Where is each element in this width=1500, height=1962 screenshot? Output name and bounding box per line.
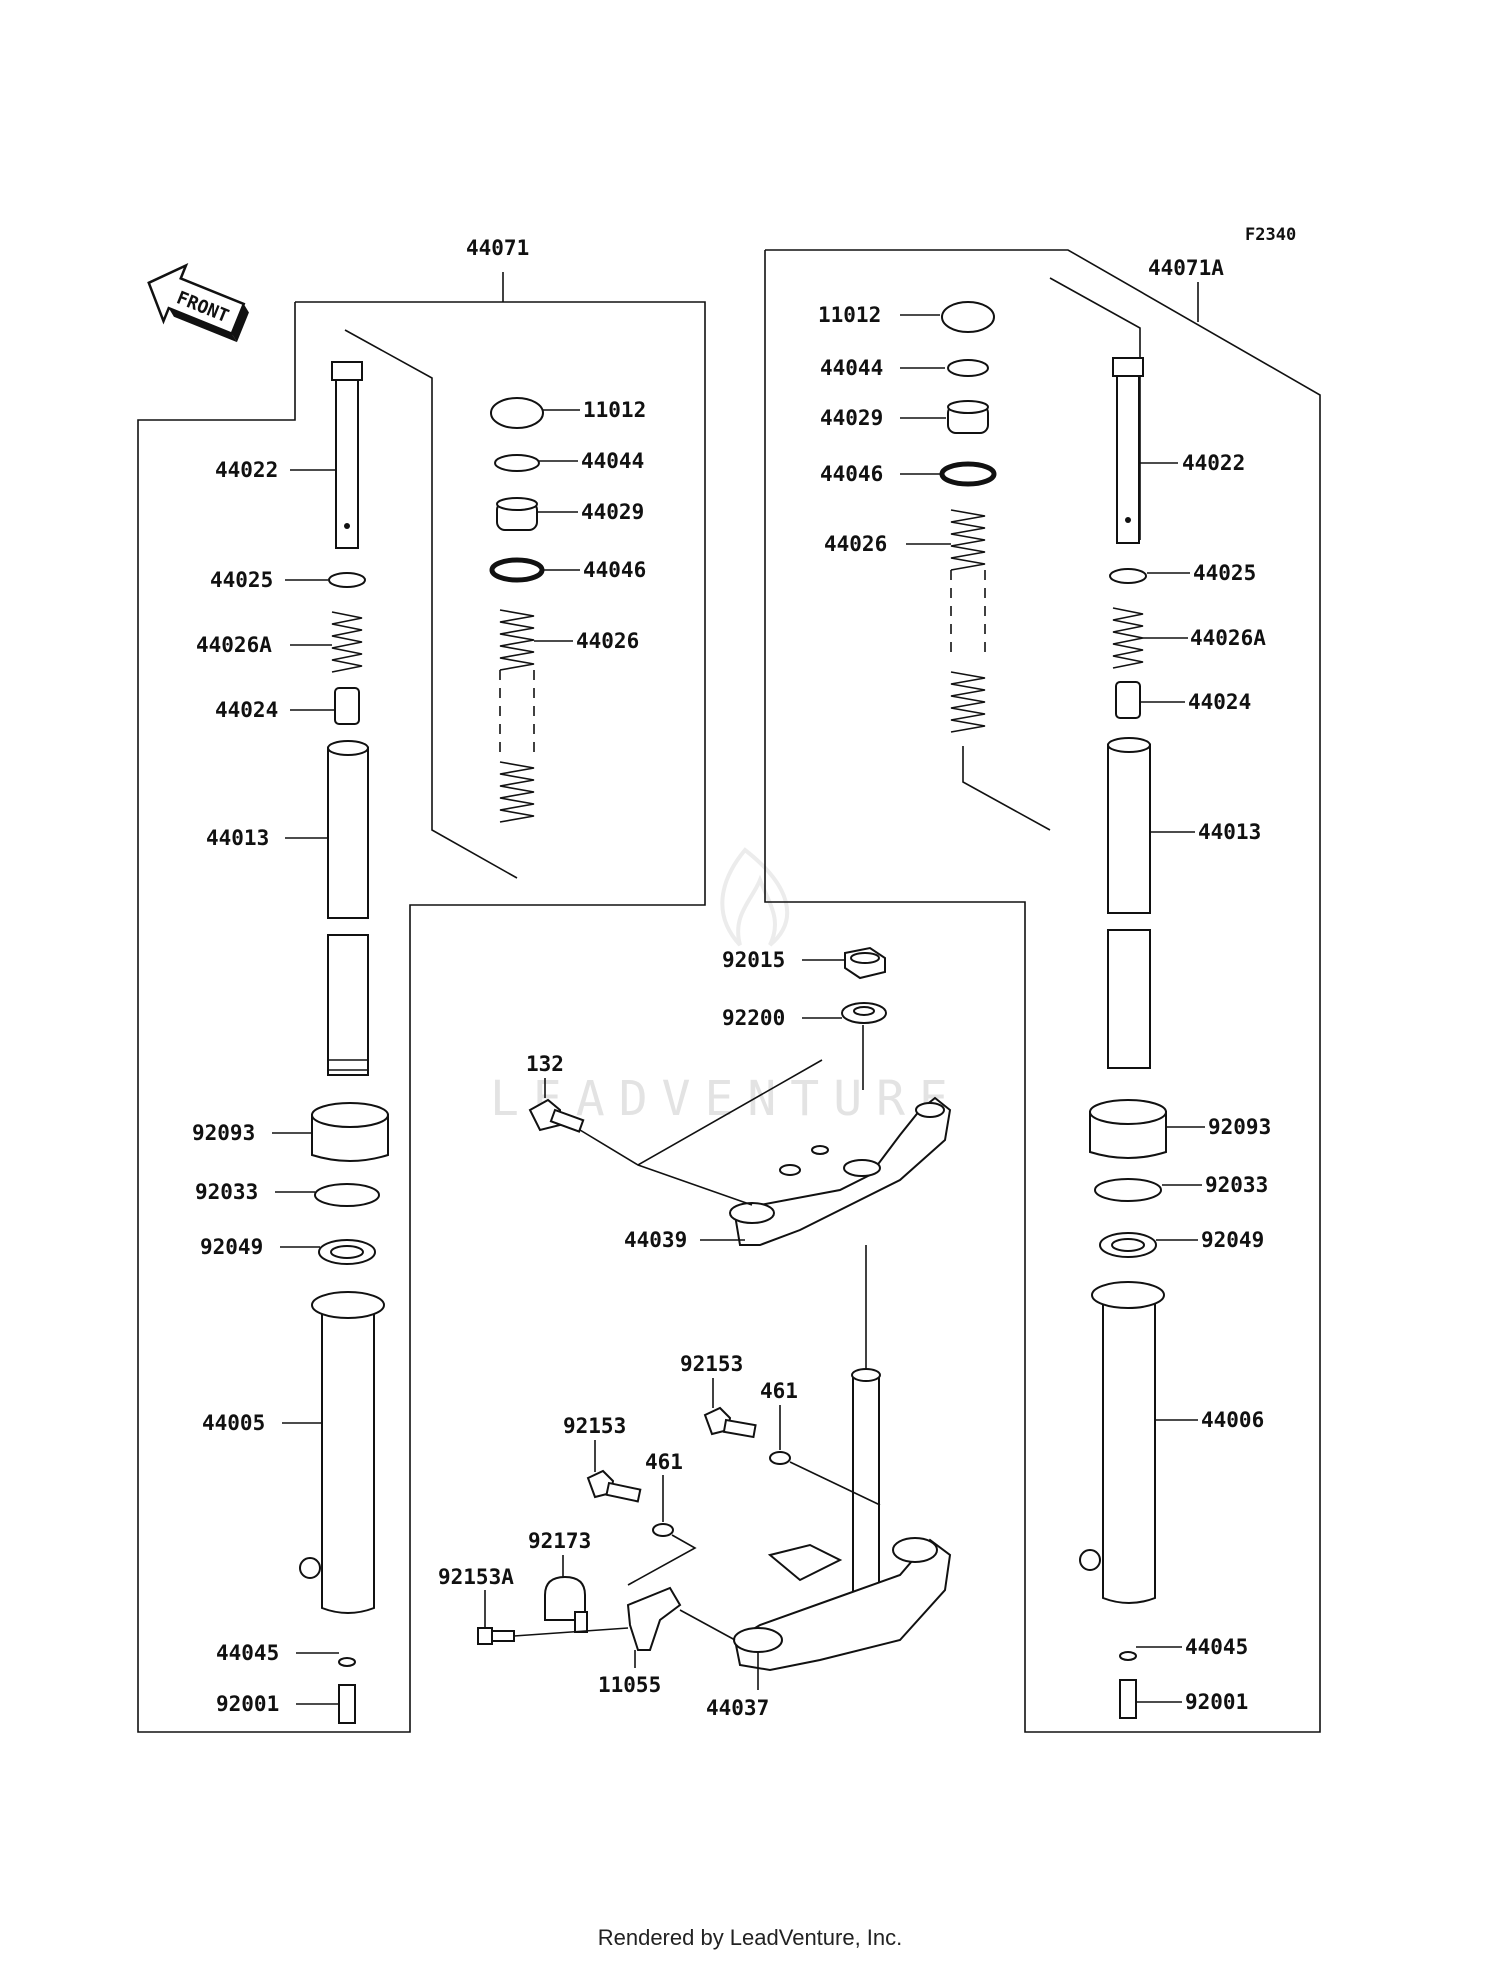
washer-461-upper: [769, 1451, 791, 1465]
label-right-92049: 92049: [1201, 1228, 1264, 1252]
label-center-11055: 11055: [598, 1673, 661, 1697]
label-left-44005: 44005: [202, 1411, 265, 1435]
label-left-44046: 44046: [583, 558, 646, 582]
label-right-44006: 44006: [1201, 1408, 1264, 1432]
label-right-11012: 11012: [818, 303, 881, 327]
left-leaders: [272, 409, 580, 1705]
label-left-44044: 44044: [581, 449, 644, 473]
label-right-44044: 44044: [820, 356, 883, 380]
footer-credit: Rendered by LeadVenture, Inc.: [597, 1925, 903, 1950]
left-collar-44029: [496, 497, 538, 531]
label-left-92049: 92049: [200, 1235, 263, 1259]
right-oring-44046: [939, 461, 997, 487]
left-bolt-92001: [338, 1684, 356, 1724]
label-center-92173: 92173: [528, 1529, 591, 1553]
right-inner-tube: [1107, 737, 1151, 1069]
label-center-92153-upper: 92153: [680, 1352, 743, 1376]
left-circlip-44044: [494, 454, 540, 472]
label-center-92200: 92200: [722, 1006, 785, 1030]
left-washer-44045: [338, 1657, 356, 1667]
right-damper-rod: [1112, 357, 1144, 544]
right-oil-seal-92049: [1099, 1232, 1157, 1258]
left-spring-44026A: [331, 611, 363, 673]
label-left-44029: 44029: [581, 500, 644, 524]
right-piece-44024: [1115, 681, 1141, 719]
bracket-11055: [626, 1586, 682, 1651]
left-damper-rod: [331, 361, 363, 549]
label-center-461-upper: 461: [760, 1379, 798, 1403]
label-right-92033: 92033: [1205, 1173, 1268, 1197]
label-right-44029: 44029: [820, 406, 883, 430]
label-center-92153-lower: 92153: [563, 1414, 626, 1438]
right-cap-11012: [941, 301, 995, 333]
right-bolt-92001: [1119, 1679, 1137, 1719]
left-assembly-frame: 44071: [137, 236, 706, 1733]
label-left-92001: 92001: [216, 1692, 279, 1716]
label-right-44046: 44046: [820, 462, 883, 486]
upper-bracket-44039: [729, 1096, 952, 1246]
right-outer-tube-44006: [1079, 1281, 1165, 1604]
center-leaders: [484, 959, 881, 1690]
right-dust-seal-92093: [1089, 1099, 1167, 1159]
left-fork-spring-44026: [499, 609, 535, 823]
label-left-44013: 44013: [206, 826, 269, 850]
label-left-44025: 44025: [210, 568, 273, 592]
left-circlip-44025: [328, 572, 366, 588]
left-assembly-number: 44071: [466, 236, 529, 260]
left-outer-tube-44005: [299, 1291, 385, 1614]
right-stop-ring-92033: [1094, 1178, 1162, 1202]
right-circlip-44025: [1109, 568, 1147, 584]
left-inner-tube: [327, 740, 369, 1076]
label-left-44026A: 44026A: [196, 633, 272, 657]
left-dust-seal-92093: [311, 1102, 389, 1162]
front-arrow-icon: FRONT: [147, 263, 249, 343]
washer-461-lower: [652, 1523, 674, 1537]
label-right-92001: 92001: [1185, 1690, 1248, 1714]
label-center-132: 132: [526, 1052, 564, 1076]
bolt-132: [528, 1098, 585, 1133]
label-right-44045: 44045: [1185, 1635, 1248, 1659]
clamp-92173: [544, 1575, 588, 1633]
label-left-92093: 92093: [192, 1121, 255, 1145]
label-left-44022: 44022: [215, 458, 278, 482]
bolt-92153A: [477, 1627, 515, 1645]
label-right-44026A: 44026A: [1190, 626, 1266, 650]
right-leaders: [900, 314, 1205, 1703]
label-right-44022: 44022: [1182, 451, 1245, 475]
left-cap-11012: [490, 397, 544, 429]
label-left-44026: 44026: [576, 629, 639, 653]
right-assembly-number: 44071A: [1148, 256, 1224, 280]
bolt-92153-upper: [703, 1406, 757, 1439]
label-left-44045: 44045: [216, 1641, 279, 1665]
label-right-92093: 92093: [1208, 1115, 1271, 1139]
label-center-92153A: 92153A: [438, 1565, 514, 1589]
right-fork-spring-44026: [950, 509, 986, 733]
bolt-92153-lower: [586, 1469, 642, 1503]
watermark-flame-icon: [720, 847, 790, 947]
left-stop-ring-92033: [314, 1183, 380, 1207]
steering-nut-92015: [844, 946, 886, 980]
label-right-44024: 44024: [1188, 690, 1251, 714]
steering-stem-44037: [733, 1368, 952, 1672]
figure-code: F2340: [1245, 225, 1296, 245]
label-center-44039: 44039: [624, 1228, 687, 1252]
steering-washer-92200: [841, 1002, 887, 1024]
label-center-44037: 44037: [706, 1696, 769, 1720]
right-spring-44026A: [1112, 607, 1144, 669]
left-piece-44024: [334, 687, 360, 725]
label-left-11012: 11012: [583, 398, 646, 422]
label-left-44024: 44024: [215, 698, 278, 722]
label-right-44026: 44026: [824, 532, 887, 556]
right-collar-44029: [947, 400, 989, 434]
label-right-44013: 44013: [1198, 820, 1261, 844]
label-left-92033: 92033: [195, 1180, 258, 1204]
left-oring-44046: [489, 557, 545, 583]
left-oil-seal-92049: [318, 1239, 376, 1265]
label-center-92015: 92015: [722, 948, 785, 972]
right-circlip-44044: [947, 359, 989, 377]
label-right-44025: 44025: [1193, 561, 1256, 585]
label-center-461-lower: 461: [645, 1450, 683, 1474]
right-washer-44045: [1119, 1651, 1137, 1661]
